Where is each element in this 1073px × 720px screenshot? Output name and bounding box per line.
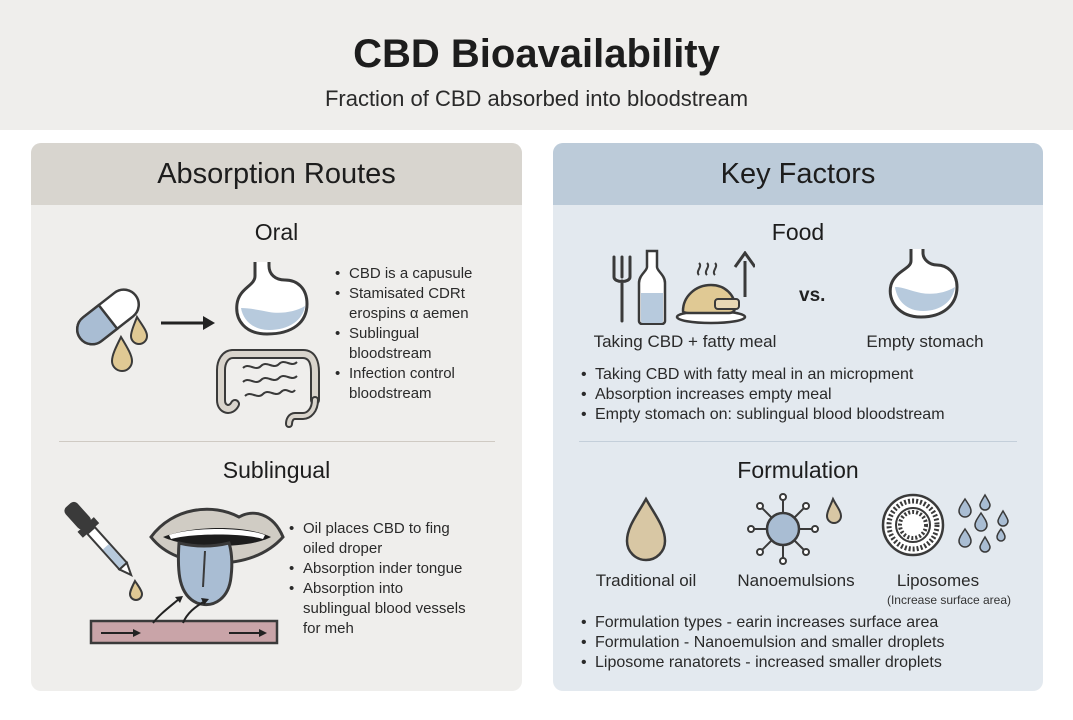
dropper-icon (64, 501, 144, 601)
fatty-meal-caption: Taking CBD + fatty meal (593, 332, 777, 351)
mouth-tongue-icon (149, 507, 285, 606)
sublingual-bullet-continuation: sublingual blood vessels (303, 600, 466, 617)
sublingual-bullet-continuation: for meh (303, 620, 354, 637)
formulation-section-title: Formulation (737, 457, 859, 483)
oral-sublingual-divider (59, 441, 495, 442)
traditional-oil-caption: Traditional oil (595, 571, 697, 590)
stomach-icon (888, 249, 959, 319)
formulation-bullet: Formulation - Nanoemulsion and smaller d… (581, 633, 945, 653)
arrow-right-icon (161, 316, 215, 330)
oil-drops-icon (110, 315, 149, 372)
fork-icon (612, 255, 632, 323)
oral-bullet: Sublingual (335, 324, 472, 344)
liposomes-note: (Increase surface area) (886, 593, 1012, 607)
fatty-meal-icon (675, 251, 755, 325)
oral-bullet-list: CBD is a capusule Stamisated CDRt erospi… (335, 264, 472, 404)
oral-bullet: Infection control (335, 364, 472, 384)
formulation-bullet-list: Formulation types - earin increases surf… (581, 613, 945, 673)
formulation-bullet: Liposome ranatorets - increased smaller … (581, 653, 945, 673)
oil-drop-icon (625, 496, 667, 562)
food-section-title: Food (771, 219, 825, 245)
capsule-icon (75, 288, 140, 346)
nanoemulsions-caption: Nanoemulsions (737, 571, 855, 590)
key-factors-heading: Key Factors (553, 143, 1043, 205)
food-bullet: Empty stomach on: sublingual blood blood… (581, 405, 945, 425)
food-bullet: Absorption increases empty meal (581, 385, 945, 405)
liposomes-caption: Liposomes (896, 571, 980, 590)
empty-stomach-caption: Empty stomach (866, 332, 984, 351)
header-banner: CBD Bioavailability Fraction of CBD abso… (0, 0, 1073, 130)
sublingual-bullet: Oil places CBD to fing (289, 519, 466, 539)
page-subtitle: Fraction of CBD absorbed into bloodstrea… (324, 86, 749, 111)
oral-section-title: Oral (254, 219, 299, 245)
absorption-routes-heading: Absorption Routes (31, 143, 522, 205)
food-bullet-list: Taking CBD with fatty meal in an micropm… (581, 365, 945, 425)
oral-bullet-continuation: erospins α aemen (349, 305, 469, 322)
key-factors-panel: Key Factors Food vs. Taking CBD + fatty … (553, 143, 1043, 691)
oral-bullet: Stamisated CDRt (335, 284, 472, 304)
sublingual-bullet-list: Oil places CBD to fing oiled droper Abso… (289, 519, 466, 639)
formulation-bullet: Formulation types - earin increases surf… (581, 613, 945, 633)
bottle-icon (637, 249, 667, 325)
digestive-system-icon (216, 262, 320, 428)
food-formulation-divider (579, 441, 1017, 442)
food-bullet: Taking CBD with fatty meal in an micropm… (581, 365, 945, 385)
page-title: CBD Bioavailability (353, 32, 720, 76)
oral-bullet-continuation: bloodstream (349, 385, 432, 402)
liposome-icon (881, 493, 1009, 557)
versus-label: vs. (799, 285, 826, 306)
sublingual-bullet: Absorption inder tongue (289, 559, 466, 579)
sublingual-bullet-continuation: oiled droper (303, 540, 383, 557)
sublingual-section-title: Sublingual (222, 457, 331, 483)
sublingual-bullet: Absorption into (289, 579, 466, 599)
nanoemulsion-icon (747, 493, 843, 565)
oral-bullet: CBD is a capusule (335, 264, 472, 284)
absorption-routes-panel: Absorption Routes Oral CBD is a capusule… (31, 143, 522, 691)
oral-bullet-continuation: bloodstream (349, 345, 432, 362)
blood-vessel-icon (89, 596, 279, 645)
